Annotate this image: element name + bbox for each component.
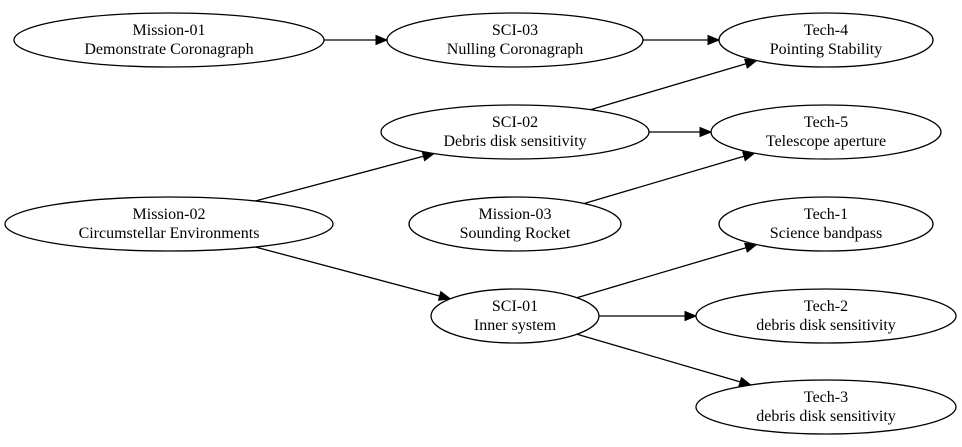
edge-mission-01-to-sci-03 [324,34,389,46]
node-mission-01-id: Mission-01 [133,22,206,39]
edge-line [584,155,745,205]
node-tech-5-label: Telescope aperture [766,133,886,150]
edge-line [576,333,741,383]
arrowhead-icon [699,126,713,138]
edge-mission-02-to-sci-02 [255,151,436,202]
node-tech-5-id: Tech-5 [804,114,848,131]
node-tech-1-id: Tech-1 [804,206,848,223]
edges-layer [255,34,758,387]
edge-sci-03-to-tech-4 [643,34,721,46]
edge-sci-01-to-tech-3 [576,333,753,387]
arrowhead-icon [375,34,389,46]
node-sci-01: SCI-01 Inner system [430,288,600,344]
node-sci-02: SCI-02 Debris disk sensitivity [380,104,650,160]
node-sci-01-id: SCI-01 [492,298,538,315]
node-sci-03: SCI-03 Nulling Coronagraph [386,12,644,68]
node-tech-2-label: debris disk sensitivity [756,317,896,334]
arrowhead-icon [437,290,452,301]
edge-line [255,246,440,297]
node-tech-5: Tech-5 Telescope aperture [710,104,942,160]
arrowhead-icon [707,34,721,46]
node-tech-4-label: Pointing Stability [770,41,882,58]
edge-sci-02-to-tech-4 [590,58,758,111]
node-mission-01: Mission-01 Demonstrate Coronagraph [13,12,325,68]
node-mission-03-id: Mission-03 [479,206,552,223]
node-tech-4: Tech-4 Pointing Stability [718,12,934,68]
edge-sci-02-to-tech-5 [649,126,713,138]
node-tech-3-id: Tech-3 [804,389,848,406]
edge-mission-03-to-tech-5 [584,151,756,205]
edge-line [590,63,747,111]
node-sci-02-label: Debris disk sensitivity [443,133,586,150]
node-sci-01-label: Inner system [474,317,557,334]
edge-line [576,247,747,299]
node-tech-4-id: Tech-4 [804,22,848,39]
arrowhead-icon [744,58,758,69]
edge-sci-01-to-tech-2 [599,310,698,322]
node-tech-1: Tech-1 Science bandpass [718,196,934,252]
node-tech-1-label: Science bandpass [770,225,882,242]
node-sci-03-id: SCI-03 [492,22,538,39]
edge-line [255,155,424,202]
edge-mission-02-to-sci-01 [255,246,452,301]
edge-sci-01-to-tech-1 [576,242,758,299]
node-tech-3-label: debris disk sensitivity [756,408,896,425]
node-tech-2-id: Tech-2 [804,298,848,315]
node-mission-03: Mission-03 Sounding Rocket [408,196,622,252]
arrowhead-icon [744,242,758,253]
node-mission-02: Mission-02 Circumstellar Environments [4,196,334,252]
node-mission-02-label: Circumstellar Environments [79,225,260,242]
node-sci-03-label: Nulling Coronagraph [447,41,583,58]
node-tech-2: Tech-2 debris disk sensitivity [695,288,957,344]
node-mission-03-label: Sounding Rocket [460,225,571,242]
node-mission-01-label: Demonstrate Coronagraph [84,41,253,58]
node-mission-02-id: Mission-02 [133,206,206,223]
node-tech-3: Tech-3 debris disk sensitivity [695,379,957,435]
arrowhead-icon [684,310,698,322]
node-sci-02-id: SCI-02 [492,114,538,131]
